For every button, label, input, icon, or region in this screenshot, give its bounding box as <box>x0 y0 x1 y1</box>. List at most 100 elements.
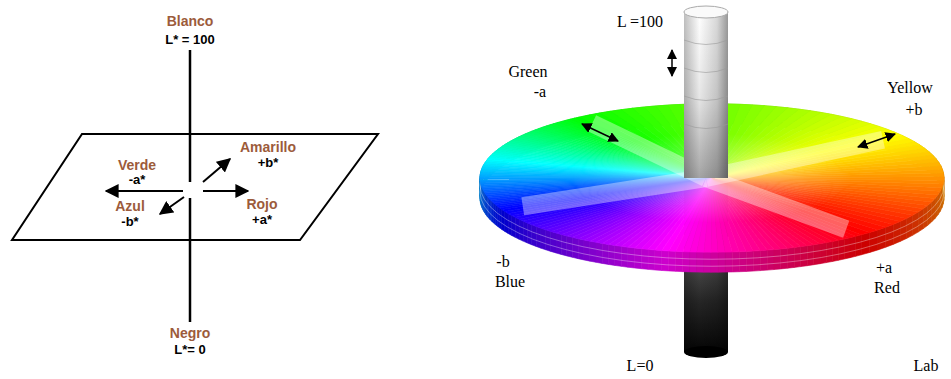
disc-side-segment <box>572 237 578 258</box>
cylinder-segment <box>684 68 728 73</box>
axis-label: Yellow <box>887 79 933 97</box>
axis-arrow <box>203 190 248 192</box>
disc-side-segment <box>676 251 683 271</box>
disc-side-segment <box>578 239 584 260</box>
disc-side-segment <box>502 209 505 231</box>
axis-arrow <box>106 190 183 192</box>
disc-side-segment <box>596 242 602 263</box>
color-name: Blanco <box>167 14 214 29</box>
disc-side-segment <box>814 244 820 265</box>
color-name: Azul <box>115 199 145 214</box>
axis-spoke <box>523 178 706 206</box>
double-arrows <box>582 50 895 147</box>
disc-side-segment <box>794 247 801 268</box>
axis-value: -b* <box>121 215 138 229</box>
disc-side-segment <box>590 241 596 262</box>
axes-diagram <box>12 50 378 322</box>
axis-label: +b <box>905 101 922 119</box>
disc-side-segment <box>932 198 935 222</box>
disc-side-segment <box>807 245 813 266</box>
axis-value: L*= 0 <box>174 343 205 357</box>
disc-side-segment <box>500 208 502 230</box>
disc-side-segment <box>697 252 704 272</box>
disc-side-segment <box>551 231 556 253</box>
disc-side-segment <box>856 235 861 256</box>
disc-side-segment <box>561 234 566 255</box>
color-name: Negro <box>170 326 210 341</box>
disc-side-segment <box>844 238 850 259</box>
disc-side-segment <box>602 243 608 264</box>
disc-side-segment <box>567 236 573 257</box>
disc-side-segment <box>512 215 516 237</box>
disc-side-segment <box>870 230 878 253</box>
axis-label: -a <box>534 83 546 101</box>
disc-side-segment <box>826 241 832 262</box>
disc-side-segment <box>635 248 642 269</box>
disc-side-segment <box>662 250 669 270</box>
color-name: Rojo <box>246 197 277 212</box>
disc-side-segment <box>878 227 886 250</box>
disc-side-segment <box>923 205 927 228</box>
disc-side-segment <box>505 211 508 233</box>
disc-side-segment <box>820 243 826 264</box>
axis-spoke <box>706 140 883 178</box>
axis-value: +b* <box>258 156 279 170</box>
disc-side-segment <box>546 230 551 252</box>
double-arrow <box>582 124 618 141</box>
axis-value: L* = 100 <box>165 33 215 47</box>
disc-side-segment <box>523 221 527 243</box>
disc-side-segment <box>832 240 838 261</box>
double-arrow <box>858 134 895 147</box>
disc-side-segment <box>621 246 628 267</box>
disc-side-segment <box>532 225 537 247</box>
disc-side-segment <box>556 233 561 254</box>
axis-spoke <box>706 178 846 229</box>
axis-value: +a* <box>252 213 272 227</box>
disc-side-segment <box>655 250 662 271</box>
disc-side-segment <box>760 250 767 271</box>
disc-side-segment <box>711 252 718 272</box>
disc-side-segment <box>900 218 906 241</box>
disc-side-segment <box>861 232 870 254</box>
disc-side-segment <box>913 212 919 235</box>
disc-side-segment <box>746 251 753 271</box>
axis-label: Blue <box>495 273 525 291</box>
disc-side-segment <box>725 252 732 272</box>
disc-side-segment <box>907 215 913 238</box>
disc-side-segment <box>497 206 499 228</box>
cylinder-segment <box>684 40 728 45</box>
disc-side-segment <box>628 247 635 268</box>
axis-label: Lab <box>914 357 939 375</box>
disc-side-segment <box>838 239 844 260</box>
disc-side-segment <box>683 252 690 272</box>
disc-side-segment <box>508 213 511 235</box>
axis-label: Green <box>508 63 547 81</box>
disc-side-segment <box>767 250 774 271</box>
axis-value: -a* <box>129 173 146 187</box>
disc-side-segment <box>641 249 648 270</box>
lightness-cylinder-upper <box>684 6 728 178</box>
l-axis-upper <box>189 50 192 182</box>
disc-side-segment <box>536 226 541 248</box>
disc-side-segment <box>515 217 519 239</box>
axis-label: L =100 <box>617 13 663 31</box>
disc-side-segment <box>608 244 614 265</box>
ab-plane <box>12 134 378 240</box>
disc-side-segment <box>669 251 676 271</box>
disc-side-segment <box>519 219 523 241</box>
cylinder-segment <box>684 96 728 101</box>
disc-side-segment <box>739 251 746 271</box>
axis-label: Red <box>874 279 900 297</box>
disc-side-segment <box>928 202 932 225</box>
disc-side-segment <box>801 246 808 267</box>
axis-label: -b <box>496 253 509 271</box>
disc-side-segment <box>541 228 546 250</box>
cylinder-segment <box>684 124 728 129</box>
disc-side-segment <box>584 240 590 261</box>
disc-side-segment <box>718 252 725 272</box>
color-name: Verde <box>118 158 156 173</box>
disc-side-segment <box>732 252 739 272</box>
